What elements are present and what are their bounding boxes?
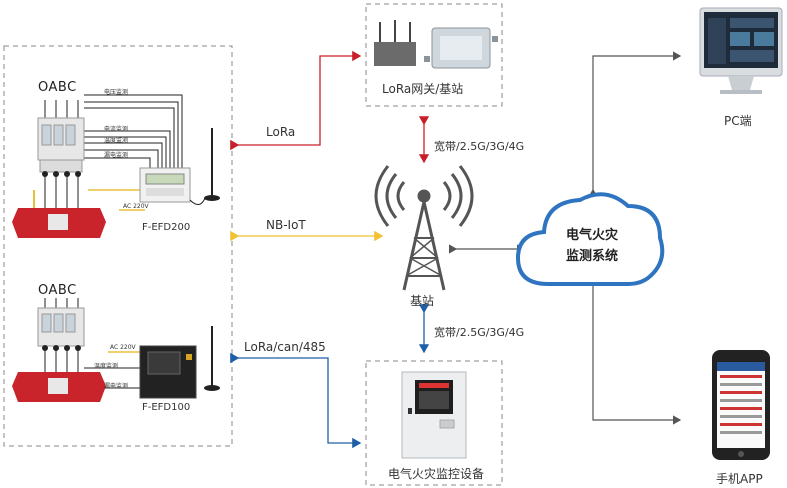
lora-can-label: LoRa/can/485 (244, 340, 326, 354)
top-line-temp: 温度监测 (104, 137, 129, 144)
lora-can-link (230, 352, 362, 449)
top-line-voltage: 电压监测 (104, 89, 129, 96)
top-controller (139, 167, 191, 203)
cabinet-box (365, 360, 503, 486)
bottom-line-temp: 温度监测 (94, 363, 119, 370)
top-antenna (189, 128, 220, 205)
bottom-ac-label: AC 220V (110, 344, 136, 351)
top-device-name: F-EFD200 (142, 222, 191, 233)
bottom-wire-dots (42, 345, 81, 351)
pc-label: PC端 (724, 114, 752, 128)
cloud-label-line2: 监测系统 (566, 249, 619, 264)
cloud-phone-link (588, 276, 682, 425)
top-line-current: 电流监测 (104, 126, 129, 133)
pc-monitor-icon (699, 7, 783, 94)
cabinet-label: 电气火灾监控设备 (388, 467, 485, 481)
bottom-controller (139, 345, 197, 399)
bottom-wires (44, 346, 79, 372)
gateway-label: LoRa网关/基站 (382, 82, 464, 96)
bottom-antenna (204, 326, 220, 391)
nbiot-label: NB-IoT (266, 218, 306, 232)
top-wires-to-ct (44, 172, 79, 210)
lora-link (230, 50, 362, 151)
top-ct-sensor (12, 208, 106, 238)
phone-icon (712, 350, 770, 460)
tower-label: 基站 (410, 294, 435, 308)
broadband-top-label: 宽带/2.5G/3G/4G (434, 140, 525, 153)
top-phase-wires (44, 100, 79, 118)
bottom-ct-sensor (12, 372, 106, 402)
base-station-unit-icon (424, 27, 498, 69)
phone-label: 手机APP (716, 472, 763, 486)
broadband-bottom-label: 宽带/2.5G/3G/4G (434, 326, 525, 339)
cloud-pc-link (588, 51, 682, 198)
top-line-leak: 漏电监测 (104, 152, 129, 159)
bottom-phase-wires (44, 298, 79, 308)
cell-tower-icon (374, 165, 474, 291)
cloud-icon (515, 192, 665, 286)
top-wire-dots (42, 171, 81, 177)
monitoring-cabinet-icon (401, 371, 467, 459)
left-devices-box (3, 45, 233, 447)
bottom-device-name: F-EFD100 (142, 402, 191, 413)
bottom-phase-label: OABC (38, 283, 77, 298)
lora-label: LoRa (266, 125, 296, 139)
cloud-label-line1: 电气火灾 (566, 228, 619, 243)
top-phase-label: OABC (38, 80, 77, 95)
bottom-breaker (37, 307, 85, 347)
bottom-line-leak: 漏电监测 (104, 383, 129, 390)
top-breaker (37, 117, 85, 173)
top-monitor-lines (84, 94, 183, 168)
lora-gateway-icon (374, 20, 416, 66)
gateway-box (365, 3, 503, 107)
top-ac-label: AC 220V (123, 203, 149, 210)
